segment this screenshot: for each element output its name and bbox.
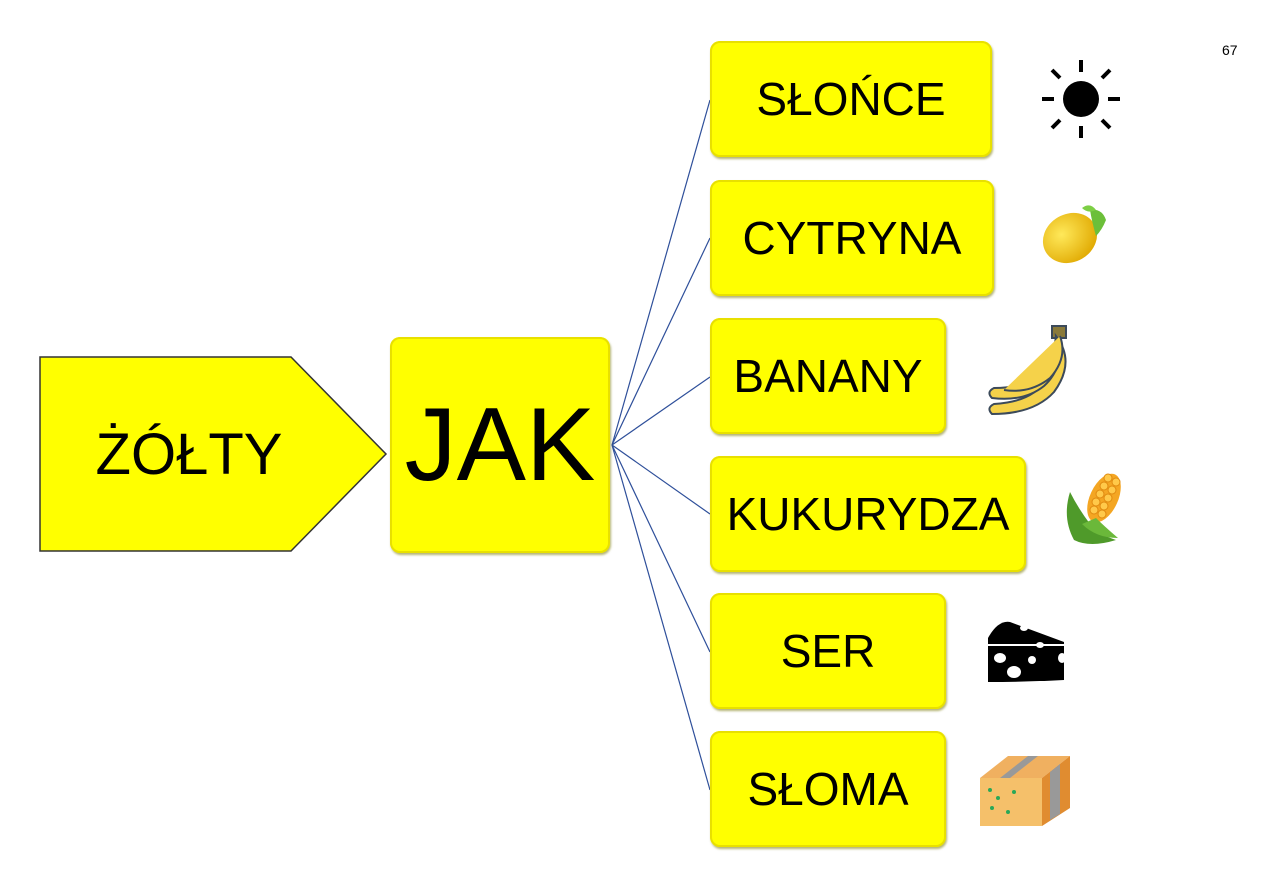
item-label: BANANY <box>733 350 923 402</box>
item-box-cheese: SER <box>710 593 946 709</box>
item-label: SŁOŃCE <box>756 73 946 125</box>
item-label: CYTRYNA <box>742 212 962 264</box>
lemon-icon <box>1042 205 1106 264</box>
item-label: SŁOMA <box>747 763 909 815</box>
corn-icon <box>1066 473 1121 544</box>
sun-icon <box>1042 60 1120 138</box>
item-box-banana: BANANY <box>710 318 946 434</box>
item-box-corn: KUKURYDZA <box>710 456 1026 572</box>
item-box-sun: SŁOŃCE <box>710 41 992 157</box>
item-label: SER <box>780 625 876 677</box>
item-box-straw: SŁOMA <box>710 731 946 847</box>
banana-icon <box>988 325 1067 416</box>
page-number: 67 <box>1222 42 1238 58</box>
cheese-icon <box>988 621 1066 682</box>
hub-label: JAK <box>404 386 596 503</box>
root-arrow-shape <box>39 356 388 552</box>
straw-bale-icon <box>980 756 1070 826</box>
item-label: KUKURYDZA <box>726 488 1010 540</box>
root-label: ŻÓŁTY <box>95 421 283 487</box>
hub-box: JAK <box>390 337 610 553</box>
item-box-lemon: CYTRYNA <box>710 180 994 296</box>
